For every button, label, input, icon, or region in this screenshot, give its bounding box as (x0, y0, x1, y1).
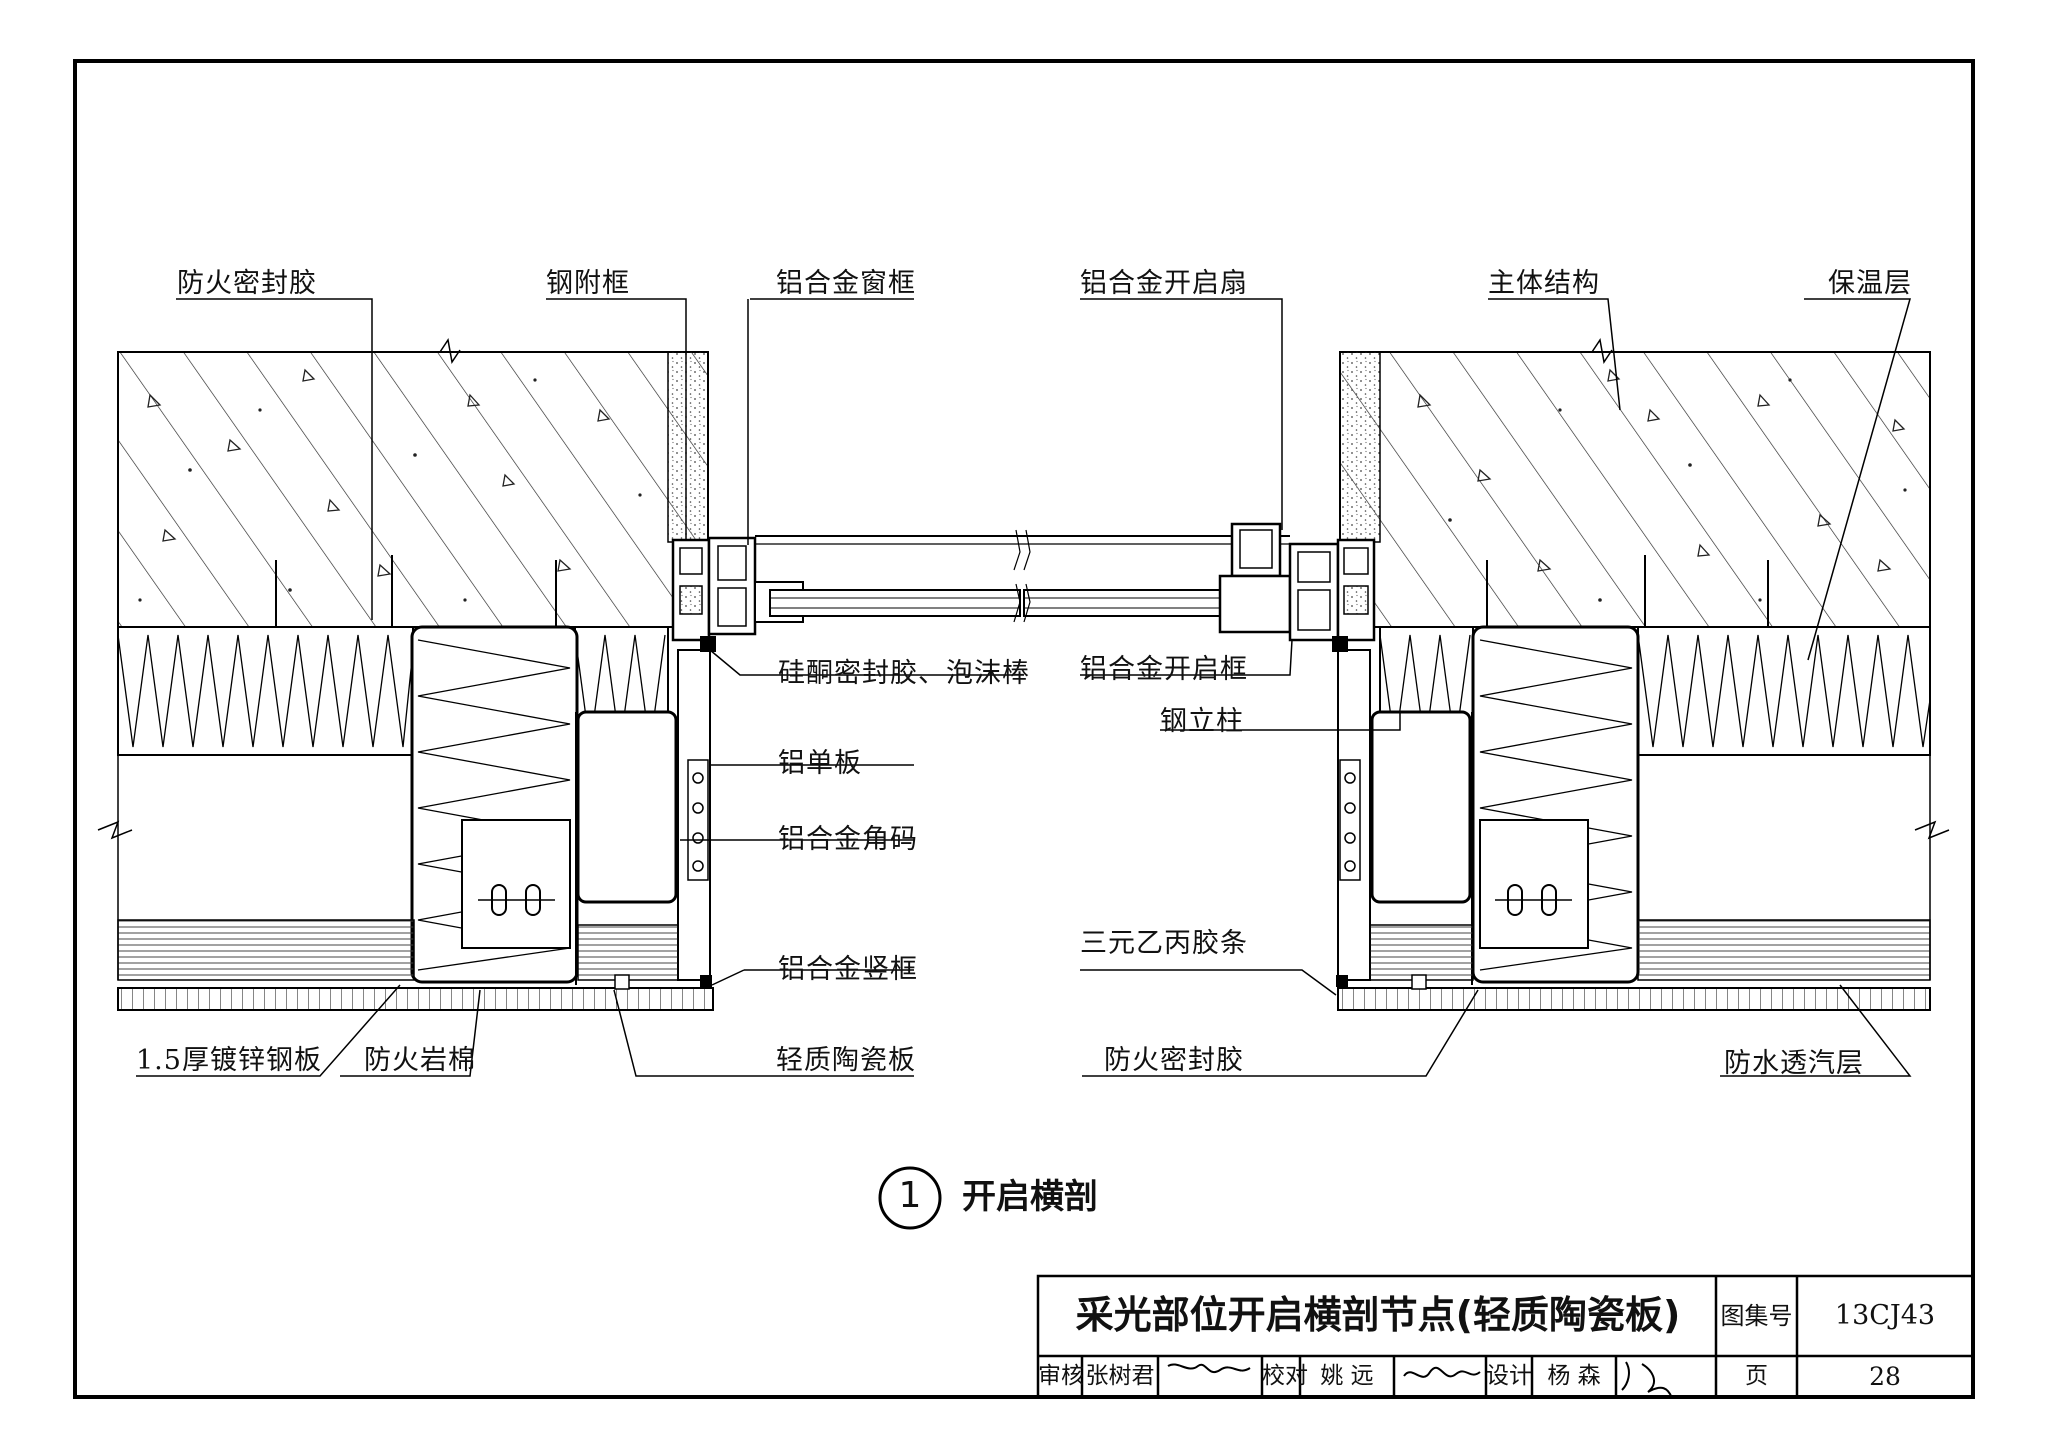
review-name: 张树君 (1085, 1363, 1155, 1389)
label-aluminium-angle-code: 铝合金角码 (778, 824, 918, 855)
panel-rails-left (117, 919, 415, 981)
check-name: 姚 远 (1320, 1363, 1374, 1389)
label-aluminium-mullion: 铝合金竖框 (778, 954, 918, 985)
label-aluminium-opening-sash: 铝合金开启扇 (1080, 268, 1248, 299)
design-name: 杨 森 (1547, 1363, 1601, 1389)
ceramic-panel-right (1337, 987, 1931, 1011)
steel-column-left (575, 710, 678, 985)
panel-clips (614, 974, 1427, 990)
label-steel-subframe: 钢附框 (546, 268, 630, 299)
caption-text: 开启横剖 (962, 1177, 1098, 1217)
label-galvanized-steel: 1.5厚镀锌钢板 (136, 1045, 322, 1076)
label-fire-sealant-bottom: 防火密封胶 (1104, 1045, 1244, 1076)
title-block (1036, 1274, 1975, 1399)
atlas-number-value: 13CJ43 (1834, 1300, 1936, 1331)
label-fire-rockwool: 防火岩棉 (364, 1045, 476, 1076)
review-label: 审核 (1038, 1363, 1084, 1389)
label-main-structure: 主体结构 (1488, 268, 1600, 299)
ceramic-panel-left (117, 987, 714, 1011)
label-epdm-strip: 三元乙丙胶条 (1080, 928, 1248, 959)
sheet-border (73, 59, 1975, 1399)
page-value: 28 (1869, 1362, 1901, 1391)
rockwool-box-left (410, 625, 579, 984)
label-waterproof-membrane: 防水透汽层 (1724, 1048, 1864, 1079)
panel-rails-right (1637, 919, 1931, 981)
concrete-structure-right (1339, 338, 1931, 640)
panel-rails-right-inner (1369, 924, 1474, 981)
label-insulation: 保温层 (1828, 268, 1912, 299)
window-frame-right (1218, 522, 1376, 652)
signature-marks (1167, 1361, 1673, 1399)
label-silicone-foam: 硅酮密封胶、泡沫棒 (778, 658, 1030, 689)
label-aluminium-window-frame: 铝合金窗框 (776, 268, 916, 299)
label-fire-sealant-top: 防火密封胶 (177, 268, 317, 299)
glass-unit (755, 529, 1290, 623)
caption-number: 1 (898, 1175, 922, 1216)
drawing-title: 采光部位开启横剖节点(轻质陶瓷板) (1075, 1293, 1681, 1337)
page-label: 页 (1745, 1363, 1768, 1389)
label-light-ceramic-panel: 轻质陶瓷板 (776, 1045, 916, 1076)
check-label: 校对 (1262, 1363, 1308, 1389)
concrete-structure-left (117, 338, 709, 640)
window-frame-left (671, 536, 804, 652)
caption-circle (878, 1166, 942, 1230)
design-label: 设计 (1486, 1363, 1532, 1389)
aluminium-mullion-right (1336, 649, 1371, 1010)
label-aluminium-single-panel: 铝单板 (778, 748, 862, 779)
atlas-number-label: 图集号 (1720, 1302, 1793, 1330)
aluminium-mullion-left (677, 649, 712, 987)
label-steel-column: 钢立柱 (1160, 706, 1244, 737)
label-aluminium-opening-frame: 铝合金开启框 (1080, 654, 1248, 685)
rockwool-box-right (1471, 625, 1640, 984)
panel-rails-left-inner (577, 924, 679, 981)
leader-lines (136, 298, 1912, 1077)
